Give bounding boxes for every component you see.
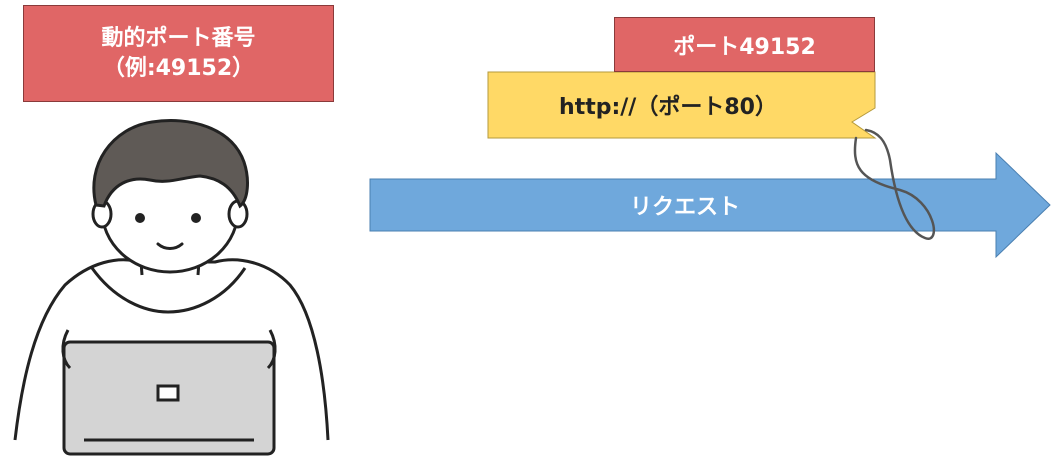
- port-tag-box: ポート49152: [614, 17, 875, 72]
- dynamic-port-label: 動的ポート番号: [101, 25, 256, 51]
- request-arrow-label: リクエスト: [629, 195, 740, 220]
- string-loop-icon: [853, 128, 936, 240]
- port-tag-label: ポート49152: [673, 34, 816, 60]
- packet-shape: [487, 71, 877, 139]
- dynamic-port-example: （例:49152）: [102, 55, 255, 81]
- dynamic-port-box: 動的ポート番号 （例:49152）: [23, 5, 334, 102]
- packet-url-label: http://（ポート80）: [559, 95, 777, 120]
- request-arrow: [369, 151, 1051, 259]
- person-at-laptop-illustration: [13, 119, 330, 456]
